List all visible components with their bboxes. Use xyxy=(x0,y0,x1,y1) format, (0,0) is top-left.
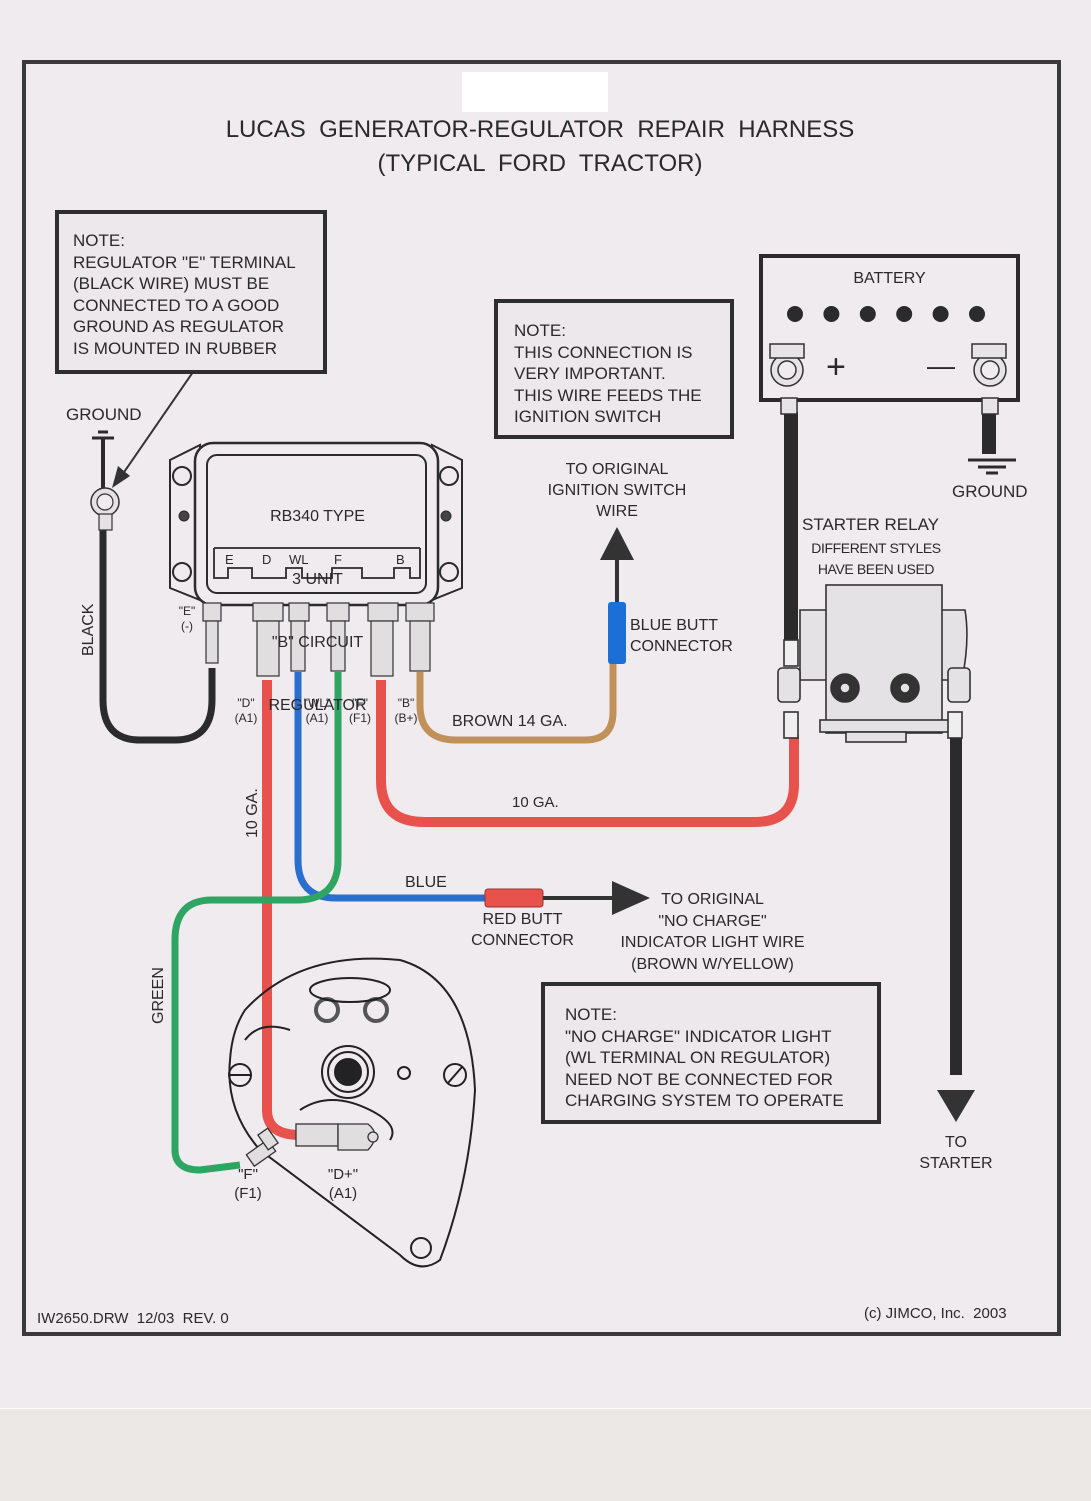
battery-cells xyxy=(787,306,985,322)
starter-cable xyxy=(950,735,962,1075)
blue-butt-label: BLUE BUTT CONNECTOR xyxy=(630,617,733,655)
diagram-subtitle: (TYPICAL FORD TRACTOR) xyxy=(377,150,703,177)
terminal-name: "WL" xyxy=(303,696,331,710)
diagram-title: LUCAS GENERATOR-REGULATOR REPAIR HARNESS xyxy=(225,116,855,143)
battery-cell-cap xyxy=(823,306,840,322)
regulator-body xyxy=(169,441,463,607)
terminal-alt: (A1) xyxy=(234,711,258,725)
terminal-label-d: "D"(A1) xyxy=(229,696,263,726)
ten-ga-vertical-label: 10 GA. xyxy=(244,788,261,838)
starter-relay-label: STARTER RELAY xyxy=(802,515,939,534)
terminal-name: "F" xyxy=(352,696,368,710)
generator-end-frame xyxy=(228,957,477,1268)
indicator-arrow-icon xyxy=(612,881,650,915)
battery-positive-clamp xyxy=(769,343,805,415)
battery-plus-sign: + xyxy=(826,348,846,386)
battery-label: BATTERY xyxy=(853,270,926,287)
terminal-name: "E" xyxy=(178,604,196,618)
note-ignition-text: NOTE: THIS CONNECTION IS VERY IMPORTANT.… xyxy=(514,321,702,426)
note-no-charge: NOTE: "NO CHARGE" INDICATOR LIGHT (WL TE… xyxy=(541,982,881,1124)
blue-wl-wire xyxy=(294,672,485,902)
terminal-alt: (B+) xyxy=(394,711,418,725)
ground-label-right: GROUND xyxy=(952,482,1028,501)
black-wire-label: BLACK xyxy=(80,603,97,656)
green-f-wire xyxy=(171,672,342,1174)
ring-terminal xyxy=(90,487,120,531)
reg-letter-d: D xyxy=(262,552,272,567)
drawing-border xyxy=(22,60,1061,1336)
note-ignition: NOTE: THIS CONNECTION IS VERY IMPORTANT.… xyxy=(494,299,734,439)
regulator-label-line: "B" CIRCUIT xyxy=(271,634,364,651)
battery-minus-sign: — xyxy=(927,350,955,381)
note-regulator-ground: NOTE: REGULATOR "E" TERMINAL (BLACK WIRE… xyxy=(55,210,327,374)
blue-butt-connector xyxy=(608,602,626,664)
terminal-label-e: "E"(-) xyxy=(172,604,202,634)
terminal-label-f: "F"(F1) xyxy=(343,696,377,726)
to-ignition-label: TO ORIGINAL IGNITION SWITCH WIRE xyxy=(547,461,687,520)
reg-letter-wl: WL xyxy=(289,552,309,567)
red-b-wire xyxy=(376,680,799,827)
to-starter-label: TO STARTER xyxy=(919,1134,993,1172)
regulator-label-line: REGULATOR xyxy=(268,697,367,714)
ground-symbol-left xyxy=(92,430,114,488)
generator-d-label: "D+" (A1) xyxy=(327,1166,359,1202)
relay-styles-note: DIFFERENT STYLES HAVE BEEN USED xyxy=(811,540,941,577)
note-regulator-ground-text: NOTE: REGULATOR "E" TERMINAL (BLACK WIRE… xyxy=(73,231,296,358)
redacted-label xyxy=(462,72,608,112)
terminal-label-wl: "WL"(A1) xyxy=(300,696,334,726)
reg-letter-e: E xyxy=(225,552,234,567)
copyright: (c) JIMCO, Inc. 2003 xyxy=(864,1305,1007,1322)
to-starter-arrow-icon xyxy=(937,1090,975,1122)
reg-letter-f: F xyxy=(334,552,342,567)
scan-background-strip xyxy=(0,1408,1091,1501)
battery-negative-clamp xyxy=(971,343,1007,415)
battery-cell-cap xyxy=(932,306,949,322)
ground-symbol-right xyxy=(968,458,1016,475)
to-no-charge-label: TO ORIGINAL "NO CHARGE" INDICATOR LIGHT … xyxy=(620,891,805,973)
battery-negative-cable xyxy=(982,412,996,454)
generator-f-label: "F" (F1) xyxy=(234,1166,262,1202)
ignition-arrow-icon xyxy=(600,527,634,560)
red-d-wire xyxy=(262,680,301,1140)
terminal-alt: (-) xyxy=(181,619,193,633)
battery-cell-cap xyxy=(896,306,913,322)
regulator-label-line: RB340 TYPE xyxy=(270,508,365,525)
note-callout-line xyxy=(119,371,194,479)
red-butt-connector xyxy=(484,888,544,908)
regulator-spade-terminals xyxy=(202,602,435,677)
drawing-id: IW2650.DRW 12/03 REV. 0 xyxy=(37,1310,229,1327)
ten-ga-horizontal-label: 10 GA. xyxy=(512,794,559,811)
brown-14ga-wire xyxy=(416,662,617,744)
battery-cell-cap xyxy=(787,306,803,322)
terminal-alt: (F1) xyxy=(349,711,371,725)
battery-cell-cap xyxy=(859,306,876,322)
terminal-name: "B" xyxy=(397,696,415,710)
regulator-label: RB340 TYPE 3 UNIT "B" CIRCUIT REGULATOR xyxy=(230,464,405,737)
regulator-label-line: 3 UNIT xyxy=(292,571,343,588)
starter-relay xyxy=(777,584,971,743)
battery-cell-cap xyxy=(969,306,985,322)
black-ground-wire xyxy=(99,488,216,744)
battery-positive-cable xyxy=(784,412,798,642)
note-no-charge-text: NOTE: "NO CHARGE" INDICATOR LIGHT (WL TE… xyxy=(565,1005,844,1110)
red-butt-label: RED BUTT CONNECTOR xyxy=(471,911,574,949)
blue-wire-label: BLUE xyxy=(405,874,447,891)
terminal-label-b: "B"(B+) xyxy=(389,696,423,726)
ground-label-left: GROUND xyxy=(66,405,142,424)
brown-14ga-label: BROWN 14 GA. xyxy=(452,713,568,730)
note-callout-arrow-icon xyxy=(112,466,130,488)
generator-terminals xyxy=(245,1123,379,1168)
green-wire-label: GREEN xyxy=(150,967,167,1024)
terminal-alt: (A1) xyxy=(305,711,329,725)
reg-letter-b: B xyxy=(396,552,405,567)
terminal-name: "D" xyxy=(237,696,255,710)
